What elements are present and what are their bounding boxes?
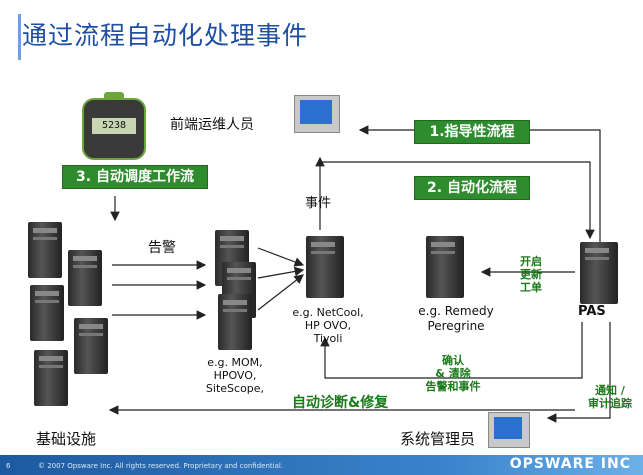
- computer-icon: [488, 412, 530, 448]
- automated-flow-box: 2. 自动化流程: [414, 176, 530, 200]
- agg-arrow-1: [257, 247, 305, 267]
- server-icon: [28, 222, 62, 278]
- notify-audit-label: 通知 /审计追踪: [588, 384, 632, 410]
- auto-diag-label: 自动诊断&修复: [292, 395, 389, 411]
- event-label: 事件: [305, 196, 332, 211]
- computer-icon: [294, 95, 340, 133]
- automated-flow-line: [320, 161, 595, 240]
- page-title: 通过流程自动化处理事件: [22, 21, 309, 50]
- server-icon: [30, 285, 64, 341]
- title-accent-bar: [18, 14, 21, 60]
- aggregators-label: e.g. NetCool,HP OVO,Tivoli: [292, 306, 364, 345]
- monitors-label: e.g. MOM,HPOVO,SiteScope,: [205, 356, 265, 395]
- agg-arrow-3: [257, 274, 304, 311]
- open-update-label: 开启更新工单: [520, 255, 542, 294]
- confirm-clear-line: [320, 322, 583, 379]
- agg-arrow-2: [257, 266, 305, 279]
- server-icon: [426, 236, 464, 298]
- server-icon: [580, 242, 618, 304]
- scheduled-workflow-box: 3. 自动调度工作流: [62, 165, 208, 189]
- timer-icon: 5238: [82, 92, 146, 160]
- server-icon: [68, 250, 102, 306]
- frontend-ops-label: 前端运维人员: [170, 117, 254, 133]
- pas-label: PAS: [578, 304, 606, 319]
- server-icon: [34, 350, 68, 406]
- confirm-clear-label: 确认& 清除告警和事件: [425, 354, 481, 393]
- brand-logo: OPSWARE INC: [509, 456, 631, 472]
- server-icon: [218, 294, 252, 350]
- guided-flow-box: 1.指导性流程: [414, 120, 530, 144]
- footer-bar: [0, 455, 643, 475]
- sysadmin-label: 系统管理员: [400, 430, 476, 448]
- infrastructure-label: 基础设施: [36, 430, 97, 448]
- copyright-text: © 2007 Opsware Inc. All rights reserved.…: [38, 462, 284, 470]
- server-icon: [306, 236, 344, 298]
- page-number: 6: [6, 462, 11, 470]
- alert-label: 告警: [148, 240, 176, 256]
- timer-display: 5238: [92, 118, 136, 134]
- server-icon: [74, 318, 108, 374]
- notify-line: [546, 322, 611, 423]
